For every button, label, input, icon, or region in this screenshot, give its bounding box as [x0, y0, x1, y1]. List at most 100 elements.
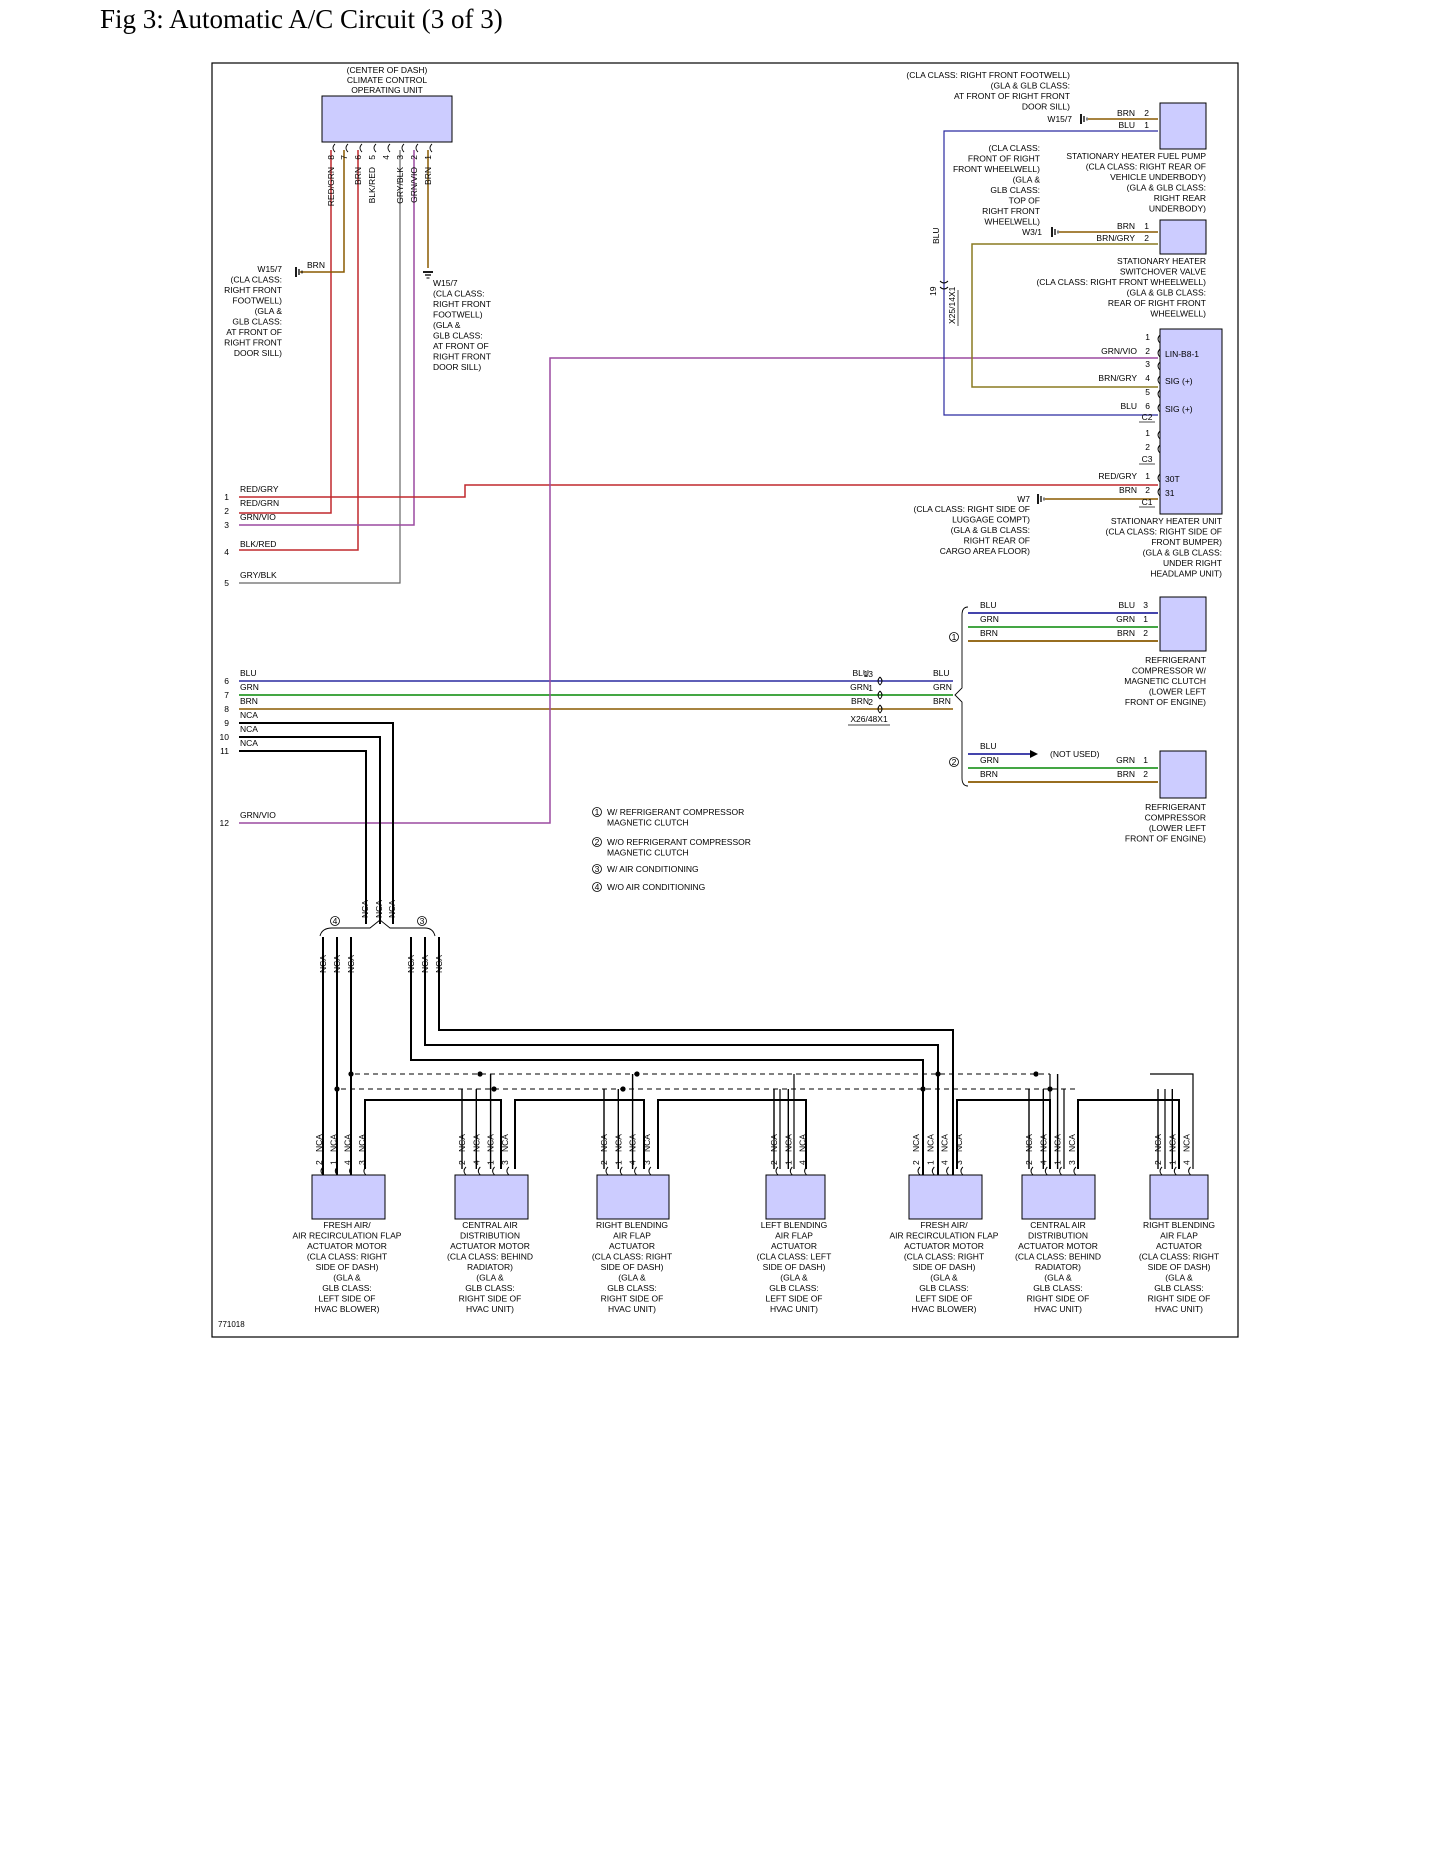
option-circle: [417, 916, 427, 926]
pin-number: 4: [628, 1160, 638, 1165]
wire-label: NCA: [374, 900, 384, 918]
actuator-label: AIR FLAP: [1160, 1231, 1198, 1241]
component-label: (LOWER LEFT: [1149, 823, 1206, 833]
ground-label: FOOTWELL): [232, 296, 282, 306]
wire-label: BLU: [980, 741, 997, 751]
splice-dot: [491, 1086, 497, 1092]
wire-label: BRN/GRY: [1096, 233, 1135, 243]
actuator-label: AIR FLAP: [775, 1231, 813, 1241]
pin-terminal: [775, 1166, 779, 1176]
actuator-label: (CLA CLASS: RIGHT: [592, 1252, 672, 1262]
pin-terminal: [401, 143, 405, 153]
pin-terminal: [877, 704, 881, 714]
actuator-label: HVAC BLOWER): [911, 1304, 976, 1314]
wire-label: NCA: [314, 1134, 324, 1152]
actuator-label: LEFT SIDE OF: [766, 1294, 823, 1304]
component-label: REFRIGERANT: [1145, 655, 1206, 665]
pin-number: 1: [328, 1160, 338, 1165]
actuator-label: GLB CLASS:: [1033, 1283, 1083, 1293]
actuator-label: (CLA CLASS: LEFT: [757, 1252, 832, 1262]
ground-label: RIGHT FRONT: [224, 338, 282, 348]
connector-wire-label: GRN: [240, 682, 259, 692]
stationary-heater-fuel-pump: [1159, 102, 1207, 150]
actuator-label: (GLA &: [1044, 1273, 1072, 1283]
connector-pin-number: 10: [220, 732, 230, 742]
actuator-label: HVAC UNIT): [466, 1304, 514, 1314]
wire-label: NCA: [346, 955, 356, 973]
pin-number: 6: [353, 155, 363, 160]
pin-number: 4: [1182, 1160, 1192, 1165]
actuator-label: CENTRAL AIR: [462, 1220, 517, 1230]
component-label: FRONT OF ENGINE): [1125, 834, 1206, 844]
pin-function: 30T: [1165, 474, 1180, 484]
pin-number: 2: [911, 1160, 921, 1165]
ground-label: (CLA CLASS: RIGHT SIDE OF: [913, 504, 1030, 514]
wire-label: BLU: [931, 227, 941, 244]
ground-label: (GLA &: [433, 320, 461, 330]
pin-terminal: [648, 1166, 652, 1176]
actuator-label: SIDE OF DASH): [1148, 1262, 1211, 1272]
option-number: 3: [420, 916, 425, 926]
connector-wire-label: NCA: [240, 738, 258, 748]
connector-wire-label: NCA: [240, 724, 258, 734]
connector-name: C2: [1142, 412, 1153, 422]
splice-dot: [477, 1071, 483, 1077]
pin-terminal: [477, 1166, 481, 1176]
wire-label: NCA: [328, 1134, 338, 1152]
actuator-label: RIGHT SIDE OF: [459, 1294, 522, 1304]
actuator-label: FRESH AIR/: [323, 1220, 371, 1230]
pin-terminal: [879, 676, 883, 686]
pin-terminal: [320, 1166, 324, 1176]
ground-label: DOOR SILL): [1022, 102, 1070, 112]
legend-circle: [592, 837, 602, 847]
diagram-frame: [211, 62, 1239, 1338]
connector-pin-number: 1: [224, 492, 229, 502]
actuator-label: HVAC UNIT): [1034, 1304, 1082, 1314]
option-number: 4: [333, 916, 338, 926]
pin-number: 2: [409, 155, 419, 160]
pin-terminal: [363, 1166, 367, 1176]
component-label: UNDER RIGHT: [1163, 558, 1222, 568]
component-label: (GLA & GLB CLASS:: [1127, 288, 1206, 298]
pin-terminal: [1030, 1166, 1034, 1176]
wire-red-gry: [239, 484, 1158, 498]
page-title: Fig 3: Automatic A/C Circuit (3 of 3): [100, 4, 503, 34]
ground-label: DOOR SILL): [433, 362, 481, 372]
wire-label: BRN: [1117, 108, 1135, 118]
actuator-label: GLB CLASS:: [607, 1283, 657, 1293]
stationary-heater-switchover-valve: [1159, 219, 1207, 255]
components-layer: [295, 95, 1223, 1220]
wire-label: BLU: [1120, 401, 1137, 411]
pin-number: 2: [1144, 233, 1149, 243]
component-label: STATIONARY HEATER FUEL PUMP: [1066, 151, 1206, 161]
wire-nca: [424, 937, 939, 1185]
hvac-actuator: [765, 1174, 826, 1220]
ground-label: WHEELWELL): [984, 217, 1040, 227]
ground-label: (CLA CLASS: RIGHT FRONT FOOTWELL): [906, 70, 1070, 80]
pin-number: 4: [940, 1160, 950, 1165]
pin-function: SIG (+): [1165, 376, 1193, 386]
actuator-label: HVAC UNIT): [1155, 1304, 1203, 1314]
wire-label: NCA: [940, 1134, 950, 1152]
connector-wire-label: GRN/VIO: [240, 810, 276, 820]
wire-label: BRN: [980, 769, 998, 779]
wire-label: NCA: [1167, 1134, 1177, 1152]
actuator-label: DISTRIBUTION: [460, 1231, 520, 1241]
pin-terminal: [960, 1166, 964, 1176]
pin-number: 3: [357, 1160, 367, 1165]
wire-label: NCA: [1024, 1134, 1034, 1152]
splice-dot: [920, 1086, 926, 1092]
wire-label: GRN/VIO: [409, 167, 419, 203]
wire-label: NCA: [925, 1134, 935, 1152]
pin-number: 1: [1145, 332, 1150, 342]
pin-terminal: [804, 1166, 807, 1176]
connector-pin-number: 11: [220, 746, 229, 756]
legend-text: W/ AIR CONDITIONING: [607, 864, 699, 874]
option-number: 3: [595, 864, 600, 874]
wire-label: BRN: [423, 167, 433, 185]
wire-nca-link: [1077, 1099, 1180, 1169]
wire-label: NCA: [954, 1134, 964, 1152]
option-circle: [949, 632, 959, 642]
branch-brace: [319, 919, 436, 937]
